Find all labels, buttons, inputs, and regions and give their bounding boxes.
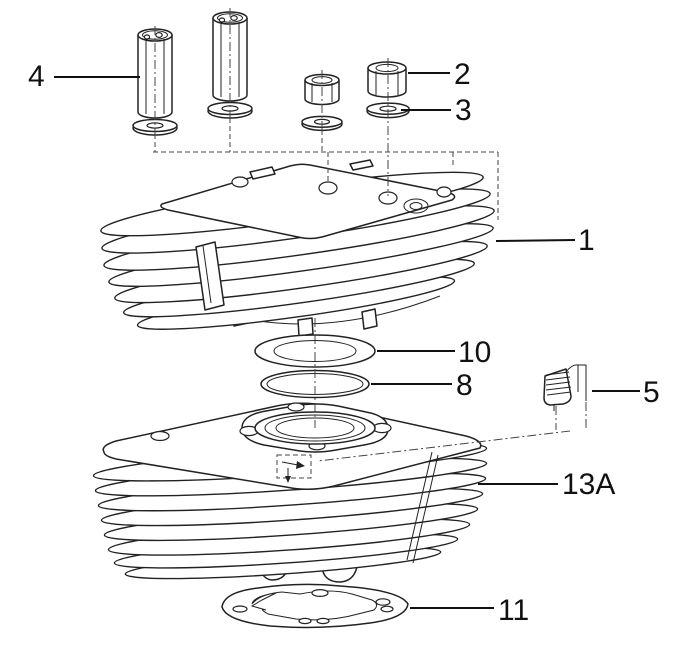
callout-10: 10 [458, 336, 491, 369]
gasket-hole [316, 617, 330, 625]
clip-wire [553, 364, 587, 411]
head-tab [297, 317, 314, 337]
fastener-drop-line [153, 118, 499, 220]
hex-nut-thread [375, 63, 399, 73]
callout-13a: 13A [562, 468, 615, 501]
stud-socket [378, 191, 398, 205]
bore-inner [275, 417, 355, 439]
plug-recess [409, 202, 423, 210]
clip-locator-line [317, 402, 587, 462]
coil-line [545, 376, 571, 381]
callout-11: 11 [498, 594, 529, 627]
coil-line [545, 371, 570, 376]
fin-break-line [406, 451, 433, 561]
locator-arrow-right [281, 461, 299, 466]
hex-nut-body [367, 68, 407, 98]
head-rib [349, 159, 374, 171]
gasket-hole [232, 605, 248, 613]
head-strap-line [202, 245, 212, 304]
hex-nut-top [367, 61, 407, 75]
gasket-hole [380, 605, 394, 613]
callout-2: 2 [454, 58, 471, 91]
coil-line [545, 381, 571, 386]
head-strap-boss [195, 241, 225, 311]
part-3-washers [301, 102, 410, 132]
arrowhead-icon [285, 476, 291, 483]
stud-socket [231, 176, 249, 188]
assembly-alignment-lines [153, 8, 587, 462]
callout-8: 8 [456, 369, 473, 402]
part-11-base-gasket [221, 583, 409, 629]
detail-locator-box [276, 454, 312, 479]
stud-socket [318, 181, 338, 195]
part-1-cylinder-head [100, 159, 495, 337]
leader-line-1 [495, 239, 576, 242]
gasket-hole [375, 598, 391, 606]
base-gasket-cutout [250, 590, 378, 621]
callout-1: 1 [578, 224, 595, 257]
arrowhead-icon [296, 461, 305, 469]
head-tab [361, 308, 378, 330]
callouts: 4 2 3 1 10 8 5 13A 11 [28, 58, 660, 627]
coil-line [545, 386, 572, 391]
callout-5: 5 [643, 376, 660, 409]
part-5-spring-clip [543, 364, 587, 411]
part-4-sleeve-nuts [132, 11, 253, 136]
plug-recess [403, 198, 429, 214]
wire-hole-icon [143, 34, 151, 40]
stud-socket [436, 186, 452, 198]
callout-3: 3 [455, 94, 472, 127]
gasket-hole [311, 588, 329, 597]
wire-hole-icon [230, 15, 238, 22]
head-rib [249, 166, 276, 180]
part-10-gasket-ring [254, 334, 376, 368]
wire-hole-icon [218, 17, 226, 23]
gasket-hole [298, 617, 312, 625]
part-13a-cylinder-barrel [92, 402, 488, 583]
wire-hole-icon [155, 31, 163, 38]
deck-stud-hole [287, 402, 305, 412]
fin-break-line [412, 454, 439, 564]
part-2-hex-nuts [304, 61, 407, 106]
deck-stud-hole [150, 430, 170, 442]
base-gasket-outer [221, 583, 409, 629]
callout-4: 4 [28, 60, 45, 93]
coil-line [546, 391, 572, 396]
